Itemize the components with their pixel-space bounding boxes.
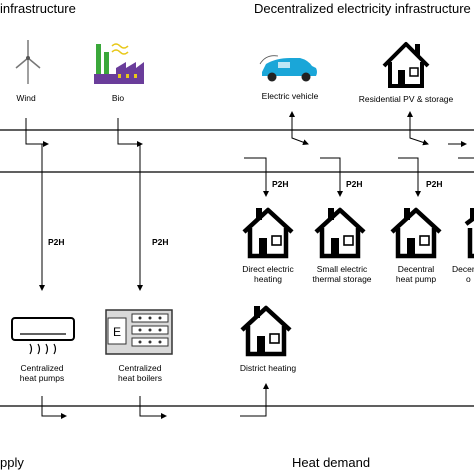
demand-to-district-heating-arrow (240, 383, 269, 417)
centralized-heat-pump-icon (11, 317, 75, 355)
header-right-title: Decentralized electricity infrastructure (254, 1, 471, 16)
bio-plant-icon (94, 43, 144, 84)
p2h-decentral-hp-arrow (398, 157, 421, 197)
label-direct-electric-heating: Direct electric heating (242, 264, 294, 284)
p2h-label-direct-heating: P2H (272, 179, 289, 189)
residential-pv-house-icon (382, 42, 430, 88)
label-district-heating: District heating (239, 363, 297, 373)
p2h-label-small-storage: P2H (346, 179, 363, 189)
boiler-letter: E (113, 325, 121, 339)
p2h-direct-heating-arrow (244, 157, 269, 197)
p2h-label-heat-pumps: P2H (48, 237, 65, 247)
district-heating-house-icon (240, 305, 292, 357)
decentral-heat-pump-house-icon (390, 207, 442, 259)
label-centralized-heat-pumps: Centralized heat pumps (19, 363, 65, 383)
direct-electric-heating-house-icon (242, 207, 294, 259)
wind-turbine-icon (15, 40, 41, 84)
header-left-title: infrastructure (0, 1, 76, 16)
heat-pumps-to-demand-arrow (41, 396, 67, 419)
p2h-small-storage-arrow (320, 157, 343, 197)
small-thermal-storage-house-icon (314, 207, 366, 259)
label-decentral-heat-pump: Decentral heat pump (395, 264, 437, 284)
cut-off-house-icon (464, 208, 474, 259)
footer-right-title: Heat demand (292, 455, 371, 470)
centralized-heat-boiler-icon: E (105, 309, 173, 355)
ev-bus-link-arrow-lower (291, 112, 309, 146)
label-centralized-heat-boilers: Centralized heat boilers (118, 363, 162, 383)
p2h-label-heat-boilers: P2H (152, 237, 169, 247)
label-small-thermal-storage: Small electric thermal storage (312, 264, 372, 284)
label-residential-pv: Residential PV & storage (358, 94, 454, 104)
label-wind: Wind (16, 93, 36, 103)
electric-vehicle-icon (259, 55, 317, 82)
bio-to-bus-arrow (117, 118, 143, 147)
label-electric-vehicle: Electric vehicle (261, 91, 319, 101)
wind-to-bus-arrow (25, 118, 49, 147)
heat-boilers-to-demand-arrow (139, 396, 167, 419)
label-cut-off-heading-1: Decen (452, 264, 474, 274)
pv-bus-link-arrow-lower (409, 112, 429, 146)
footer-left-title: pply (0, 455, 24, 470)
p2h-label-decentral-hp: P2H (426, 179, 443, 189)
label-bio: Bio (111, 93, 125, 103)
label-cut-off-heading-2: o (466, 274, 471, 284)
